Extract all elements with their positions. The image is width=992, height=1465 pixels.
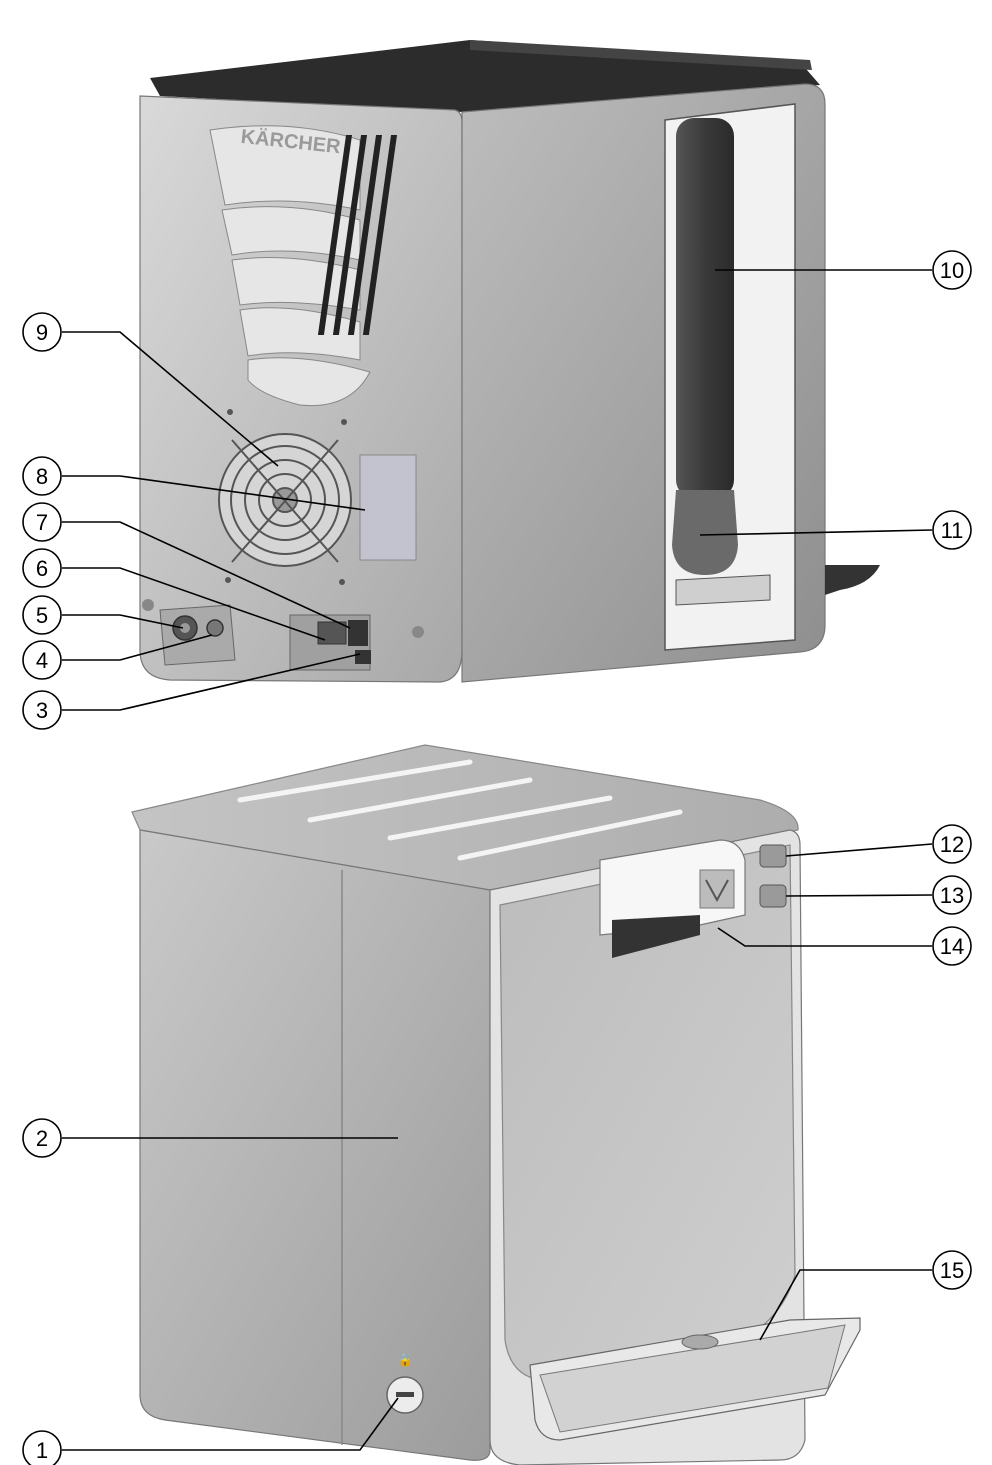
callout-10: 10 <box>932 250 972 290</box>
callout-3: 3 <box>22 690 62 730</box>
button-lower[interactable] <box>759 884 787 908</box>
leader-5 <box>62 614 184 629</box>
front-left-panel <box>139 829 491 1461</box>
svg-text:9: 9 <box>36 320 48 345</box>
leader-11 <box>699 529 933 536</box>
svg-text:12: 12 <box>940 832 964 857</box>
dispenser-outlet <box>599 839 746 958</box>
callout-13: 13 <box>932 875 972 915</box>
callout-5: 5 <box>22 595 62 635</box>
leader-9 <box>62 331 279 467</box>
svg-text:11: 11 <box>941 518 964 543</box>
callout-8: 8 <box>22 456 62 496</box>
rear-view: KÄRCHER <box>139 40 880 683</box>
svg-text:14: 14 <box>940 934 964 959</box>
svg-text:1: 1 <box>36 1438 48 1463</box>
callout-6: 6 <box>22 548 62 588</box>
tank-base <box>672 490 738 575</box>
leader-4 <box>62 634 213 661</box>
svg-text:10: 10 <box>940 258 964 283</box>
svg-text:🔒: 🔒 <box>398 1353 413 1367</box>
callout-1: 1 <box>22 1430 62 1465</box>
callout-15: 15 <box>932 1250 972 1290</box>
svg-text:3: 3 <box>36 698 48 723</box>
vent-grille <box>209 125 371 407</box>
callout-12: 12 <box>932 824 972 864</box>
callout-7: 7 <box>22 502 62 542</box>
front-view: 🔒 <box>131 744 861 1465</box>
callout-4: 4 <box>22 640 62 680</box>
rear-drip-tray <box>825 565 880 595</box>
leader-12 <box>785 843 933 857</box>
svg-text:6: 6 <box>36 556 48 581</box>
leader-15 <box>759 1269 932 1341</box>
type-plate <box>359 454 417 561</box>
svg-text:7: 7 <box>36 510 48 535</box>
callout-9: 9 <box>22 312 62 352</box>
leader-3 <box>62 653 361 711</box>
callout-11: 11 <box>932 510 972 550</box>
callout-2: 2 <box>22 1118 62 1158</box>
drip-tray <box>529 1317 861 1441</box>
leader-13 <box>785 894 933 897</box>
callouts: 1 2 3 4 5 6 7 8 9 10 11 12 13 14 15 <box>22 250 972 1465</box>
svg-text:5: 5 <box>36 603 48 628</box>
key-lock[interactable]: 🔒 <box>386 1353 424 1414</box>
leader-1 <box>62 1397 399 1451</box>
svg-text:13: 13 <box>940 883 964 908</box>
svg-text:4: 4 <box>36 648 48 673</box>
callout-14: 14 <box>932 926 972 966</box>
leader-8 <box>62 475 366 511</box>
svg-text:8: 8 <box>36 464 48 489</box>
leader-6 <box>62 567 326 641</box>
leader-7 <box>62 521 351 629</box>
connector-panel <box>142 599 424 671</box>
svg-text:2: 2 <box>36 1126 48 1151</box>
button-upper[interactable] <box>759 844 787 868</box>
svg-text:15: 15 <box>940 1258 964 1283</box>
water-tank <box>676 118 734 498</box>
leader-14 <box>717 927 932 947</box>
